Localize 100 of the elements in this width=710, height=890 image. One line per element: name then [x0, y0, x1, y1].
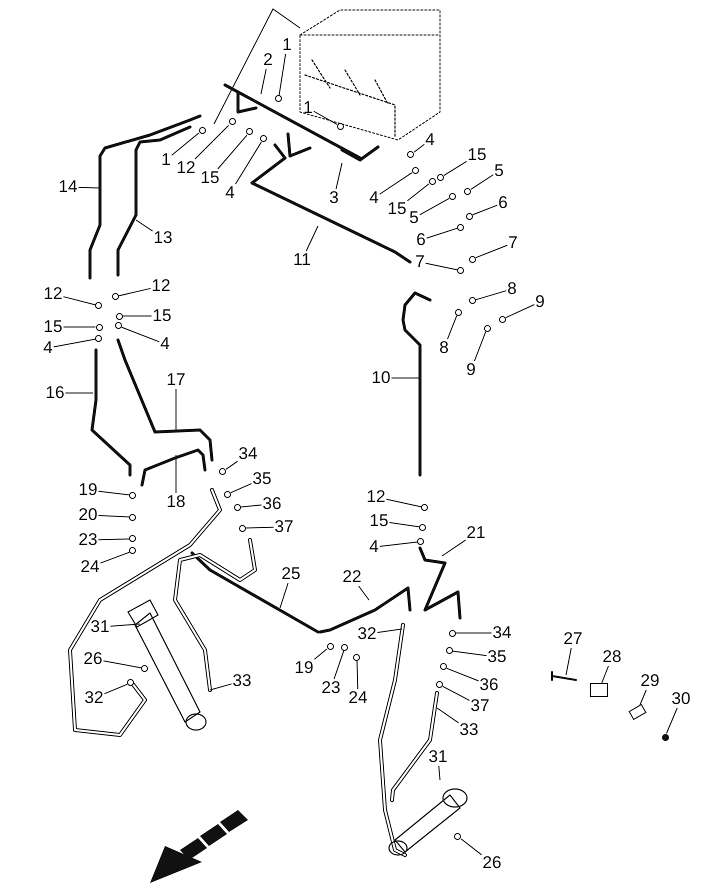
callout-number: 34	[492, 623, 512, 643]
callout-number: 6	[498, 193, 508, 213]
fitting	[114, 322, 122, 330]
leader-line	[78, 186, 100, 188]
callout-number: 30	[672, 689, 690, 709]
leader-line	[446, 668, 480, 682]
leader-line	[194, 124, 230, 160]
fitting	[198, 126, 206, 134]
leader-line	[474, 331, 486, 362]
leader-line	[356, 660, 358, 690]
fitting	[454, 832, 462, 840]
callout-number: 17	[166, 370, 186, 390]
leader-line	[110, 624, 140, 627]
leader-line	[53, 338, 96, 348]
callout-number: 8	[507, 279, 517, 299]
leader-line	[358, 586, 370, 600]
callout-number: 4	[369, 537, 379, 557]
callout-number: 34	[238, 444, 258, 464]
fitting	[428, 178, 436, 185]
fitting	[116, 312, 122, 320]
fitting	[407, 151, 414, 158]
fitting	[141, 665, 148, 672]
fitting	[446, 647, 453, 654]
callout-number: 8	[439, 338, 449, 358]
callout-number: 36	[262, 494, 282, 514]
callout-number: 32	[358, 624, 376, 644]
callout-number: 15	[200, 168, 220, 188]
callout-number: 35	[252, 469, 272, 489]
fitting	[129, 547, 136, 554]
fitting	[238, 524, 246, 532]
fitting	[260, 134, 268, 142]
fitting	[95, 302, 102, 310]
leader-line	[100, 552, 130, 564]
fitting	[421, 504, 428, 512]
leader-line	[313, 110, 338, 125]
ball	[662, 734, 668, 740]
callout-number: 23	[78, 530, 98, 550]
callout-number: 15	[468, 145, 486, 165]
leader-line	[505, 304, 535, 318]
leader-line	[666, 708, 678, 734]
callout-number: 1	[282, 35, 292, 55]
callout-number: 13	[154, 228, 172, 248]
leader-line	[62, 326, 96, 328]
callout-number: 24	[348, 688, 368, 708]
callout-number: 19	[78, 480, 98, 500]
fitting	[457, 267, 464, 274]
fitting	[129, 492, 136, 499]
leader-line	[452, 650, 488, 656]
callout-number: 9	[466, 360, 476, 380]
leader-line	[406, 183, 430, 202]
fitting	[454, 308, 462, 316]
leader-line	[306, 226, 318, 252]
callout-number: 33	[460, 720, 478, 740]
fitting	[353, 654, 360, 660]
fitting	[436, 174, 444, 182]
leader-line	[566, 648, 572, 676]
fitting	[498, 316, 506, 323]
callout-number: 3	[329, 188, 339, 208]
fitting	[129, 535, 136, 542]
leader-line	[171, 132, 200, 156]
leader-line	[210, 683, 232, 690]
leader-line	[443, 160, 468, 176]
leader-line	[447, 315, 458, 340]
leader-line	[460, 838, 482, 856]
callout-number: 35	[488, 647, 506, 667]
leader-line	[62, 296, 96, 306]
leader-line	[64, 392, 94, 394]
leader-line	[386, 498, 422, 508]
callout-number: 21	[466, 523, 486, 543]
callout-number: 22	[342, 567, 362, 587]
fitting	[484, 324, 491, 332]
callout-number: 28	[602, 647, 622, 667]
callout-number: 14	[58, 177, 78, 197]
leader-line	[379, 172, 412, 195]
leader-line	[436, 708, 460, 724]
callout-number: 33	[232, 671, 252, 691]
callout-number: 4	[43, 338, 53, 358]
callout-number: 2	[263, 50, 273, 70]
callout-number: 26	[482, 853, 502, 873]
callout-number: 16	[46, 383, 64, 403]
leader-line	[334, 650, 344, 680]
leader-line	[98, 490, 130, 496]
callout-number: 15	[152, 306, 172, 326]
callout-number: 11	[293, 250, 311, 270]
callout-number: 25	[282, 564, 300, 584]
fitting	[275, 95, 282, 102]
fitting	[246, 128, 254, 136]
callout-number: 15	[44, 317, 62, 337]
fitting	[112, 293, 119, 300]
leader-line	[98, 515, 130, 518]
leader-line	[455, 632, 492, 634]
callout-number: 10	[372, 368, 390, 388]
leader-line	[379, 542, 418, 547]
callout-number: 18	[166, 492, 186, 512]
fitting	[440, 663, 447, 670]
callout-number: 36	[480, 675, 498, 695]
fitting	[337, 122, 344, 130]
fitting	[449, 193, 456, 200]
leader-line	[426, 228, 458, 239]
callout-number: 20	[78, 505, 98, 525]
